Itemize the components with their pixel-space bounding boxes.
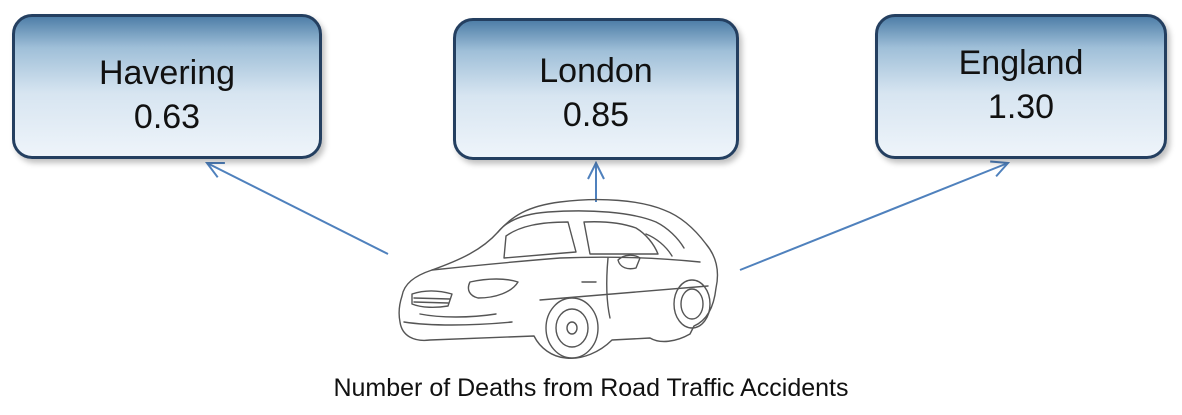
- arrow-to-england: [739, 163, 1008, 271]
- car-sketch-icon: [398, 198, 719, 359]
- havering-label: Havering: [98, 54, 236, 92]
- arrow-to-havering: [207, 163, 389, 255]
- havering-value: 0.63: [133, 98, 201, 136]
- england-box: England 1.30: [875, 14, 1167, 159]
- london-box: London 0.85: [453, 18, 739, 160]
- diagram-caption: Number of Deaths from Road Traffic Accid…: [333, 374, 849, 402]
- england-value: 1.30: [987, 88, 1055, 126]
- london-label: London: [539, 52, 653, 90]
- london-value: 0.85: [562, 96, 630, 134]
- havering-box: Havering 0.63: [12, 14, 322, 159]
- england-label: England: [958, 44, 1084, 82]
